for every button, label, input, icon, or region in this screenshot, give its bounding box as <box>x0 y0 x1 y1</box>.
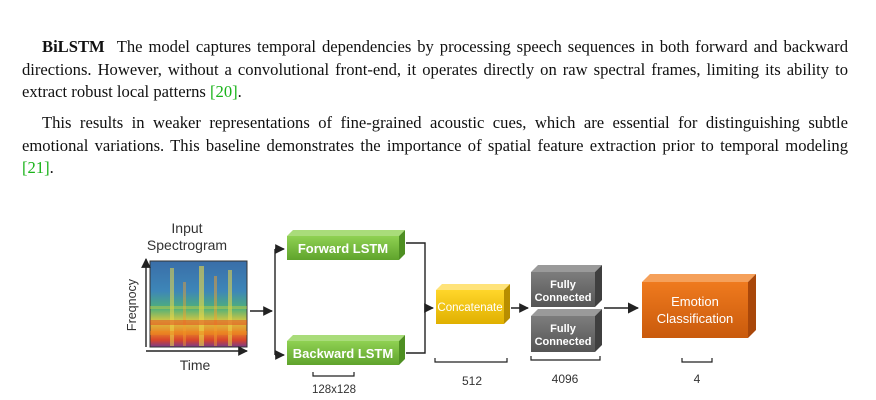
x-axis-label: Time <box>180 357 211 373</box>
fc-top-label-line2: Connected <box>535 292 592 304</box>
paragraph-baseline: This results in weaker representations o… <box>22 112 848 180</box>
input-label-line1: Input <box>171 220 202 236</box>
forward-lstm-block: Forward LSTM <box>287 230 405 260</box>
emotion-label-line1: Emotion <box>671 294 719 309</box>
concatenate-block: Concatenate <box>436 284 510 324</box>
paragraph-lead-title: BiLSTM <box>42 37 105 56</box>
fully-connected-block-top: Fully Connected <box>531 265 602 307</box>
dim-fc-label: 4096 <box>552 372 579 386</box>
input-label-line2: Spectrogram <box>147 237 227 253</box>
fc-bottom-label-line2: Connected <box>535 336 592 348</box>
dim-concat-label: 512 <box>462 374 482 388</box>
backward-lstm-block: Backward LSTM <box>287 335 405 365</box>
paragraph-text: The model captures temporal dependencies… <box>22 37 848 102</box>
dim-out-label: 4 <box>694 372 701 386</box>
paragraph-text: This results in weaker representations o… <box>22 113 848 155</box>
concatenate-label: Concatenate <box>437 302 502 314</box>
forward-lstm-label: Forward LSTM <box>298 241 388 256</box>
spectrogram-image <box>149 260 248 348</box>
merge-connector <box>406 242 426 354</box>
dim-fc: 4096 <box>530 356 601 386</box>
fc-bottom-label-line1: Fully <box>550 323 577 335</box>
citation-link[interactable]: [21] <box>22 158 50 178</box>
fc-top-label-line1: Fully <box>550 279 577 291</box>
paragraph-text-end: . <box>49 158 54 178</box>
dim-concat: 512 <box>434 358 508 388</box>
emotion-classification-block: Emotion Classification <box>642 274 756 338</box>
paragraph-text-end: . <box>237 82 242 102</box>
dim-out: 4 <box>681 358 713 386</box>
citation-link[interactable]: [20] <box>210 82 238 102</box>
dim-lstm-label: 128x128 <box>312 384 356 396</box>
fully-connected-block-bottom: Fully Connected <box>531 309 602 352</box>
backward-lstm-label: Backward LSTM <box>293 346 393 361</box>
emotion-label-line2: Classification <box>657 311 734 326</box>
dim-lstm: 128x128 <box>312 372 356 396</box>
y-axis-label: Freqnocy <box>125 278 139 331</box>
